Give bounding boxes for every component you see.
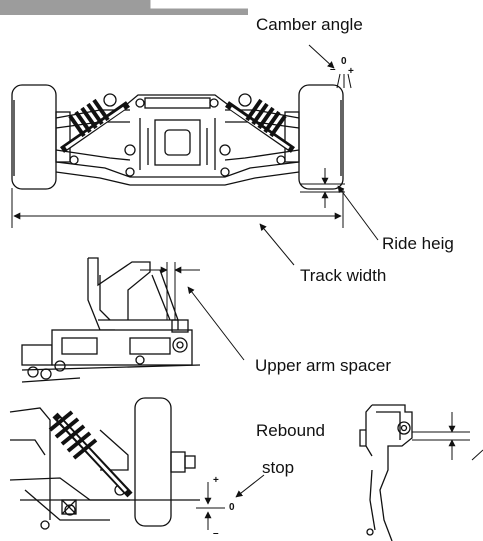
hub-carrier-dimension bbox=[412, 412, 483, 461]
ride-height-leader bbox=[337, 185, 379, 241]
rebound-stop-leader bbox=[235, 474, 265, 498]
upper-arm-spacer-dimension bbox=[140, 262, 245, 361]
camber-angle-label: Camber angle bbox=[256, 15, 363, 34]
front-left-shock bbox=[59, 98, 131, 153]
rebound-zero: 0 bbox=[229, 502, 235, 513]
left-tire bbox=[11, 84, 57, 190]
camber-minus: – bbox=[330, 64, 336, 75]
rebound-stop-label-line1: Rebound bbox=[256, 421, 326, 440]
front-view-car bbox=[11, 84, 344, 190]
camber-indicator bbox=[308, 44, 352, 89]
rebound-view-car bbox=[9, 397, 200, 530]
track-width-label: Track width bbox=[300, 266, 387, 285]
track-width-dimension bbox=[11, 188, 344, 266]
hub-carrier bbox=[359, 404, 413, 541]
rebound-minus: – bbox=[213, 528, 219, 539]
camber-zero: 0 bbox=[341, 56, 347, 67]
right-tire bbox=[298, 84, 344, 190]
ride-height-label: Ride heig bbox=[382, 234, 454, 253]
front-right-shock bbox=[224, 98, 296, 153]
ride-height-dimension bbox=[300, 168, 379, 241]
track-width-leader bbox=[259, 223, 295, 266]
upper-arm-spacer-label: Upper arm spacer bbox=[255, 356, 392, 375]
header-bar-tab bbox=[150, 0, 248, 9]
side-view-car bbox=[21, 257, 201, 383]
camber-plus: + bbox=[348, 66, 354, 77]
upper-arm-spacer-leader bbox=[187, 286, 245, 361]
rebound-stop-dimension bbox=[196, 474, 265, 530]
rebound-plus: + bbox=[213, 475, 219, 486]
rebound-stop-label-line2: stop bbox=[262, 458, 295, 477]
rebound-shock bbox=[48, 410, 133, 498]
